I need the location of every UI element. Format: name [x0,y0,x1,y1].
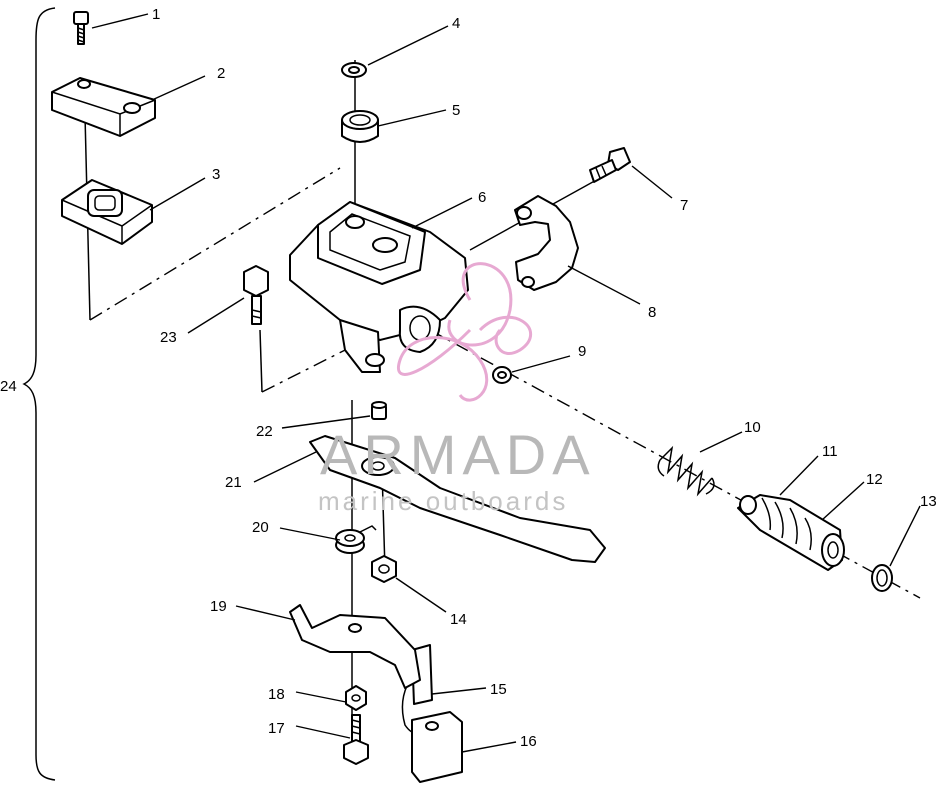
part-label-11: 11 [822,443,838,460]
part-6-master-cylinder-body [289,201,469,373]
part-19-bracket [289,604,421,689]
part-label-15: 15 [490,681,507,698]
part-17-screw [343,714,369,765]
part-13-snap-ring [871,564,893,592]
part-label-13: 13 [920,493,937,510]
part-label-20: 20 [252,519,269,536]
part-16-tag [411,711,463,783]
part-label-8: 8 [648,304,656,321]
part-label-17: 17 [268,720,285,737]
part-23-pivot-bolt [243,265,269,325]
part-18-nut [345,685,367,711]
part-label-21: 21 [225,474,242,491]
watermark-title: ARMADA [320,423,596,486]
part-14-nut [371,555,397,583]
part-label-9: 9 [578,343,586,360]
part-label-2: 2 [217,65,225,82]
part-label-12: 12 [866,471,883,488]
part-label-16: 16 [520,733,537,750]
part-22-pivot-bushing [371,401,387,420]
part-label-19: 19 [210,598,227,615]
part-label-24: 24 [0,378,17,395]
axis-line-bolt23 [259,329,263,393]
part-9-washer [492,366,512,384]
part-1-screw [73,11,89,45]
part-11-12-piston [737,494,845,571]
part-label-22: 22 [256,423,273,440]
part-5-bushing [341,110,379,143]
watermark: ARMADA marine outboards [318,262,596,516]
part-label-3: 3 [212,166,220,183]
part-label-23: 23 [160,329,177,346]
part-10-spring [657,445,715,497]
part-label-4: 4 [452,15,460,32]
part-label-7: 7 [680,197,688,214]
part-4-washer [341,62,367,78]
part-label-5: 5 [452,102,460,119]
part-label-14: 14 [450,611,467,628]
part-7-clamp-bolt [589,147,631,183]
part-3-diaphragm [61,179,153,245]
watermark-subtitle: marine outboards [318,486,568,516]
part-label-6: 6 [478,189,486,206]
assembly-bracket [22,7,56,781]
part-label-10: 10 [744,419,761,436]
part-labels: 1 2 3 4 5 6 7 8 9 10 11 12 13 14 15 16 1… [0,6,937,750]
axis-line-cover [89,167,341,321]
leader-lines [91,13,921,753]
watermark-logo [397,262,533,402]
part-8-handlebar-clamp [514,195,579,291]
part-label-1: 1 [152,6,160,23]
part-label-18: 18 [268,686,285,703]
part-2-reservoir-cover [51,77,156,137]
part-20-spring [335,525,377,554]
part-21-brake-lever [309,435,606,563]
